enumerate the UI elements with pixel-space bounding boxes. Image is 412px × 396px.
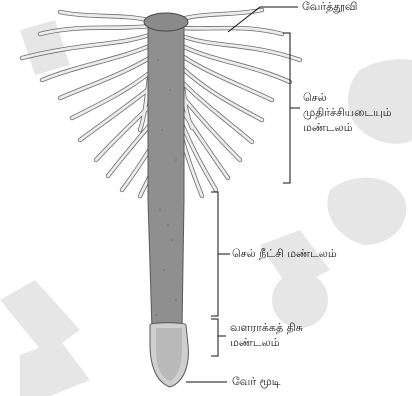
meristematic-zone-line-1: வளராக்கத் திசு (230, 320, 303, 335)
meristematic-zone-line-2: மண்டலம் (230, 335, 303, 350)
maturation-zone-label: செல் முதிர்ச்சியடையும் மண்டலம் (303, 90, 392, 135)
meristematic-zone-label: வளராக்கத் திசு மண்டலம் (230, 320, 303, 350)
root-hair-label: வேர்த்தூவி (302, 0, 357, 14)
elongation-zone-label: செல் நீட்சி மண்டலம் (232, 246, 337, 261)
meristem-bracket (211, 319, 218, 356)
elongation-zone-text: செல் நீட்சி மண்டலம் (232, 246, 337, 261)
root-body (148, 22, 184, 330)
elongation-bracket (211, 192, 218, 316)
maturation-zone-line-3: மண்டலம் (303, 120, 392, 135)
watermark (0, 20, 412, 396)
root-cap-label: வேர் மூடி (232, 374, 281, 389)
root-top (144, 13, 188, 31)
maturation-zone-line-1: செல் (303, 90, 392, 105)
root-hair-text: வேர்த்தூவி (302, 0, 357, 14)
maturation-zone-line-2: முதிர்ச்சியடையும் (303, 105, 392, 120)
root-cap-text: வேர் மூடி (232, 374, 281, 389)
